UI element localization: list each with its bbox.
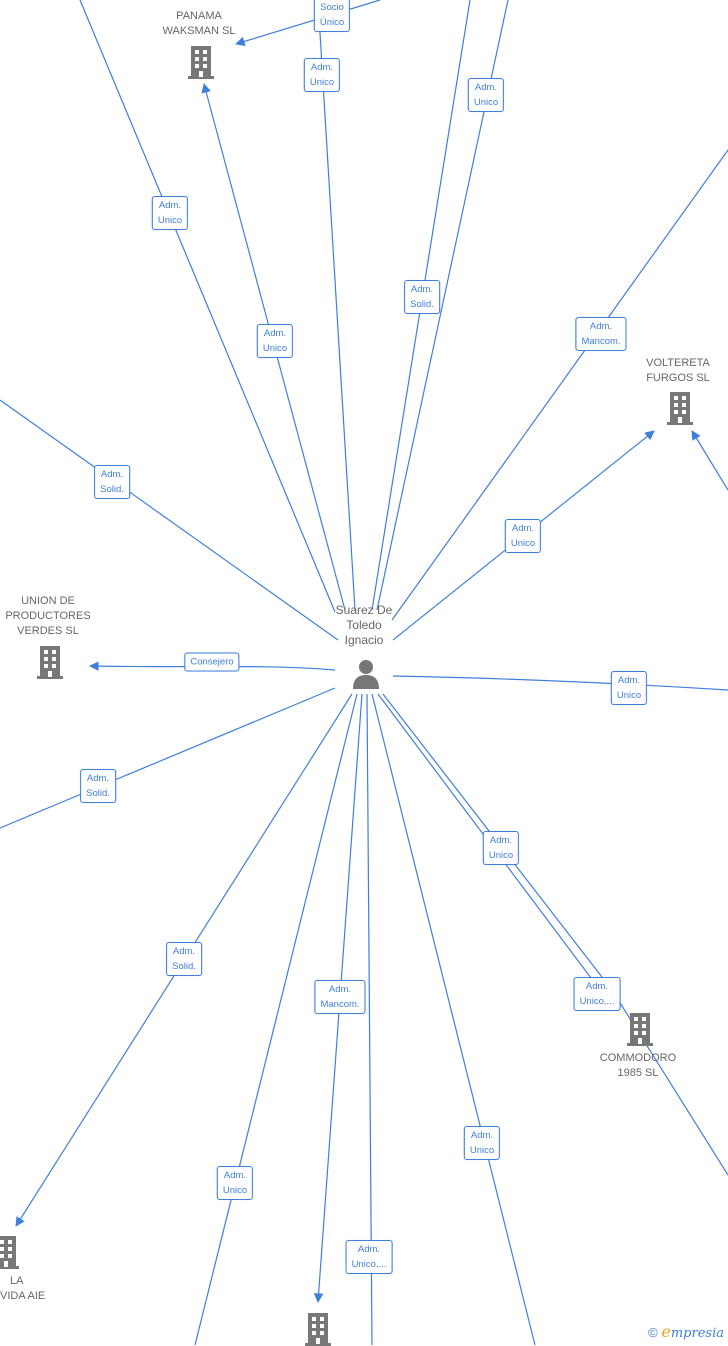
person-name-label: Suarez De Toledo Ignacio xyxy=(336,603,393,648)
edge-label-line: Adm. xyxy=(86,773,110,784)
edge-label-adm-solid[interactable]: Adm. Solid. xyxy=(166,942,202,976)
edge-label-adm-mancom[interactable]: Adm. Mancom. xyxy=(575,317,627,351)
company-name-line: WAKSMAN SL xyxy=(162,25,236,37)
edge-label-line: Solid. xyxy=(86,788,110,799)
edge-label-line: Adm. xyxy=(410,284,434,295)
building-icon[interactable] xyxy=(303,1312,333,1346)
edge-label-line: Adm. xyxy=(470,1130,494,1141)
edge-label-line: Adm. xyxy=(489,835,513,846)
building-icon[interactable] xyxy=(625,1012,655,1046)
empresia-watermark: © empresia xyxy=(648,1322,724,1341)
edge-label-adm-unico[interactable]: Adm. Unico xyxy=(610,671,648,705)
company-label-commodoro[interactable]: COMMODORO 1985 SL xyxy=(600,1051,676,1081)
edge-label-adm-unico-more[interactable]: Adm. Unico,... xyxy=(345,1240,393,1274)
edge-label-line: Adm. xyxy=(474,82,498,93)
edge-label-line: Adm. xyxy=(328,984,352,995)
edge-label-line: Socio xyxy=(320,2,344,13)
company-name-line: VOLTERETA xyxy=(646,357,710,369)
edge-label-line: Unico xyxy=(510,538,536,549)
company-name-line: VIDA AIE xyxy=(0,1290,46,1302)
edge-label-line: Adm. xyxy=(263,328,287,339)
person-name-line: Toledo xyxy=(346,618,382,632)
edge-label-adm-solid[interactable]: Adm. Solid. xyxy=(94,465,130,499)
copyright-icon: © xyxy=(648,1325,658,1340)
edge-label-adm-unico[interactable]: Adm. Unico xyxy=(463,1126,501,1160)
edge-label-line: Unico,... xyxy=(351,1259,387,1270)
edge-label-consejero[interactable]: Consejero xyxy=(184,652,240,672)
edge-label-adm-unico[interactable]: Adm. Unico xyxy=(482,831,520,865)
edge-label-adm-unico[interactable]: Adm. Unico xyxy=(151,196,189,230)
edge-label-line: Adm. xyxy=(511,523,535,534)
person-icon[interactable] xyxy=(351,658,381,690)
edge-label-line: Adm. xyxy=(172,946,196,957)
edge-label-line: Adm. xyxy=(585,981,609,992)
edge-label-adm-unico[interactable]: Adm. Unico xyxy=(216,1166,254,1200)
edge-label-adm-unico[interactable]: Adm. Unico xyxy=(256,324,294,358)
company-label-panama[interactable]: PANAMA WAKSMAN SL xyxy=(163,9,236,39)
edge-label-line: Adm. xyxy=(357,1244,381,1255)
edge-label-line: Unico,... xyxy=(579,996,615,1007)
edge-label-line: Mancom. xyxy=(320,999,360,1010)
edge-label-adm-unico[interactable]: Adm. Unico xyxy=(467,78,505,112)
edge-label-line: Único xyxy=(319,17,345,28)
company-label-voltereta[interactable]: VOLTERETA FURGOS SL xyxy=(646,356,710,386)
company-name-line: LA xyxy=(10,1275,24,1287)
edge-label-line: Unico xyxy=(469,1145,495,1156)
company-name-line: COMMODORO xyxy=(599,1052,677,1064)
edge-label-line: Mancom. xyxy=(581,336,621,347)
edge-label-adm-solid[interactable]: Adm. Solid. xyxy=(80,769,116,803)
edge-label-line: Unico xyxy=(473,97,499,108)
edge-label-adm-solid[interactable]: Adm. Solid. xyxy=(404,280,440,314)
edge-label-line: Adm. xyxy=(158,200,182,211)
building-icon[interactable] xyxy=(35,645,65,679)
edge-label-line: Solid. xyxy=(410,299,434,310)
edge-label-line: Adm. xyxy=(100,469,124,480)
edge-label-line: Unico xyxy=(309,77,335,88)
edge-label-line: Adm. xyxy=(617,675,641,686)
person-name-line: Ignacio xyxy=(344,633,384,647)
edge-label-line: Adm. xyxy=(589,321,613,332)
company-name-line: UNION DE xyxy=(21,595,75,607)
person-name-line: Suarez De xyxy=(335,603,393,617)
edge-label-line: Adm. xyxy=(310,62,334,73)
brand-logo: empresia xyxy=(661,1322,724,1341)
company-name-line: VERDES SL xyxy=(17,625,79,637)
brand-name: mpresia xyxy=(670,1326,724,1341)
edge-label-adm-unico-more[interactable]: Adm. Unico,... xyxy=(573,977,621,1011)
building-icon[interactable] xyxy=(665,391,695,425)
company-name-line: FURGOS SL xyxy=(646,372,710,384)
edge-label-line: Solid. xyxy=(172,961,196,972)
edge-label-line: Consejero xyxy=(190,656,234,668)
company-name-line: PANAMA xyxy=(176,10,222,22)
edge-label-line: Unico xyxy=(157,215,183,226)
edge-label-adm-unico[interactable]: Adm. Unico xyxy=(504,519,542,553)
company-label-la-vida[interactable]: LA VIDA AIE xyxy=(0,1274,45,1304)
edge-label-adm-mancom[interactable]: Adm. Mancom. xyxy=(314,980,366,1014)
edge-label-line: Unico xyxy=(262,343,288,354)
company-label-union[interactable]: UNION DE PRODUCTORES VERDES SL xyxy=(5,594,90,639)
building-icon[interactable] xyxy=(186,45,216,79)
building-icon[interactable] xyxy=(0,1235,21,1269)
brand-initial: e xyxy=(661,1322,671,1341)
company-name-line: 1985 SL xyxy=(617,1067,659,1079)
edge-label-line: Unico xyxy=(488,850,514,861)
edge-label-line: Adm. xyxy=(223,1170,247,1181)
edge-label-line: Solid. xyxy=(100,484,124,495)
company-name-line: PRODUCTORES xyxy=(5,610,91,622)
edge-label-line: Unico xyxy=(616,690,642,701)
edge-label-line: Unico xyxy=(222,1185,248,1196)
edge-label-adm-unico[interactable]: Adm. Unico xyxy=(303,58,341,92)
